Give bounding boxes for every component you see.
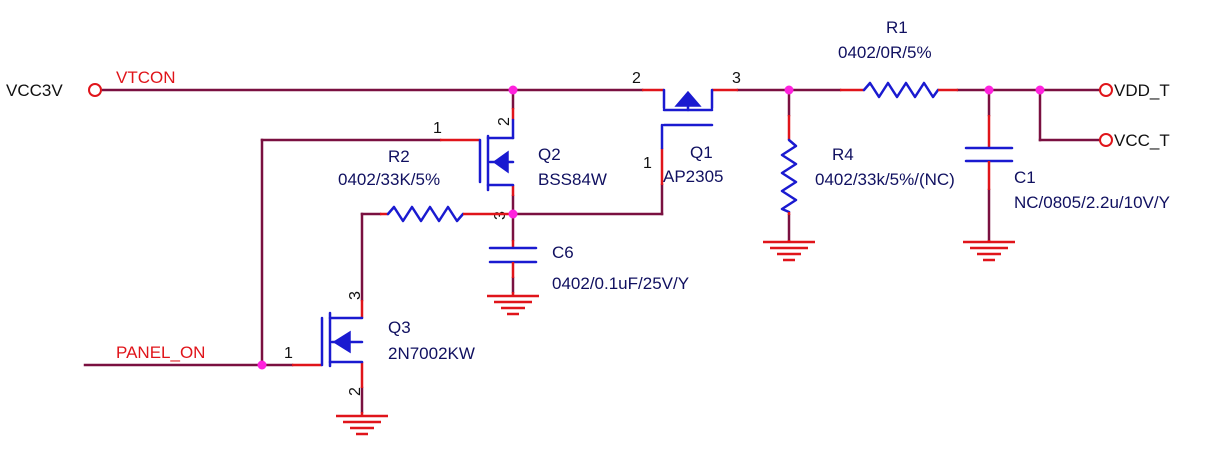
r1-value: 0402/0R/5% xyxy=(838,43,932,62)
ground-symbol-r4 xyxy=(763,240,815,262)
wires xyxy=(83,88,1102,414)
q3-pin-g: 1 xyxy=(284,345,293,362)
q1-pin-d: 3 xyxy=(732,70,741,87)
c6-value: 0402/0.1uF/25V/Y xyxy=(552,274,689,293)
port-vcc3v xyxy=(88,83,102,97)
ground-symbol-q3 xyxy=(336,412,388,436)
q2-ref: Q2 xyxy=(538,145,561,164)
q1-pin-s: 2 xyxy=(632,70,641,87)
q2-value: BSS84W xyxy=(538,170,607,189)
q1-pmos-symbol xyxy=(642,88,738,185)
c6-capacitor-symbol xyxy=(488,240,538,278)
junction-dot xyxy=(257,360,267,370)
q3-pin-d: 3 xyxy=(347,291,364,300)
q1-ref: Q1 xyxy=(690,143,713,162)
q3-value: 2N7002KW xyxy=(388,344,475,363)
q2-pin-g: 1 xyxy=(433,120,442,137)
port-vdd-t xyxy=(1099,83,1113,97)
ground-symbol-c6 xyxy=(487,292,539,316)
c6-ref: C6 xyxy=(552,243,574,262)
r4-ref: R4 xyxy=(832,145,854,164)
junction-dot xyxy=(508,85,518,95)
q1-value: AP2305 xyxy=(663,167,724,186)
q1-pin-g: 1 xyxy=(643,155,652,172)
junction-dot xyxy=(784,85,794,95)
port-vdd-t-label: VDD_T xyxy=(1114,81,1170,100)
r2-value: 0402/33K/5% xyxy=(338,170,440,189)
junctions xyxy=(257,85,1045,370)
q3-pin-s: 2 xyxy=(347,387,364,396)
r4-value: 0402/33k/5%/(NC) xyxy=(815,170,955,189)
net-label-panel-on: PANEL_ON xyxy=(116,343,205,362)
r2-ref: R2 xyxy=(388,147,410,166)
net-label-vtcon: VTCON xyxy=(116,68,176,87)
port-vcc3v-label: VCC3V xyxy=(6,81,63,100)
junction-dot xyxy=(508,209,518,219)
q3-nmos-symbol xyxy=(292,300,364,388)
q2-pin-s: 2 xyxy=(496,117,513,126)
r1-ref: R1 xyxy=(886,18,908,37)
c1-ref: C1 xyxy=(1014,168,1036,187)
q3-ref: Q3 xyxy=(388,318,411,337)
q2-pin-d: 3 xyxy=(492,211,509,220)
c1-value: NC/0805/2.2u/10V/Y xyxy=(1014,193,1170,212)
junction-dot xyxy=(1035,85,1045,95)
port-vcc-t xyxy=(1099,133,1113,147)
port-vcc-t-label: VCC_T xyxy=(1114,131,1170,150)
q2-pmos-symbol xyxy=(440,108,515,196)
r1-resistor-symbol xyxy=(840,81,958,99)
junction-dot xyxy=(984,85,994,95)
r4-resistor-symbol xyxy=(780,115,798,215)
c1-capacitor-symbol xyxy=(964,115,1014,190)
r2-resistor-symbol xyxy=(380,205,513,223)
ground-symbol-c1 xyxy=(963,240,1015,262)
